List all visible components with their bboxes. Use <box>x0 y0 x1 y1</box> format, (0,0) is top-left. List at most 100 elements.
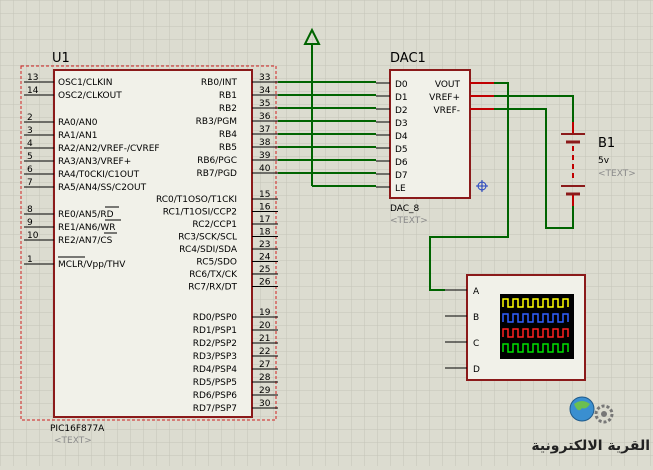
mcu-pin-name: RD1/PSP1 <box>193 326 237 336</box>
mcu-pin-name: RD2/PSP2 <box>193 339 237 349</box>
mcu-pin-name: RE0/AN5/RD <box>58 210 114 220</box>
dac-input-label: D2 <box>395 106 408 116</box>
scope-channel-label: D <box>473 365 480 375</box>
scope-trace <box>502 298 569 308</box>
mcu-pin-number: 21 <box>259 334 270 344</box>
mcu-pin-number: 39 <box>259 151 271 161</box>
mcu-pin-number: 9 <box>27 218 33 228</box>
watermark-text: القرية الالكترونية <box>531 438 650 454</box>
mcu-pin-number: 26 <box>259 278 271 288</box>
mcu-pin-number: 27 <box>259 360 270 370</box>
origin-crosshair-icon <box>476 180 488 192</box>
dac-input-label: LE <box>395 184 406 194</box>
battery-value: 5v <box>598 156 610 166</box>
globe-gear-logo <box>569 396 614 424</box>
mcu-pin-number: 18 <box>259 228 271 238</box>
mcu-pin-name: RA1/AN1 <box>58 131 97 141</box>
mcu-pin-number: 23 <box>259 240 270 250</box>
mcu-pin-name: RC0/T1OSO/T1CKI <box>156 195 237 205</box>
mcu-pin-number: 30 <box>259 399 271 409</box>
mcu-pin-number: 13 <box>27 73 38 83</box>
scope-trace <box>502 343 569 353</box>
mcu-pin-number: 17 <box>259 215 270 225</box>
dac-body <box>389 69 471 199</box>
mcu-pin-name: OSC2/CLKOUT <box>58 91 122 101</box>
mcu-pin-name: RB4 <box>219 130 237 140</box>
scope-channel-label: C <box>473 339 479 349</box>
mcu-pin-name: RD7/PSP7 <box>193 404 237 414</box>
mcu-pin-number: 10 <box>27 231 39 241</box>
mcu-pin-number: 36 <box>259 112 271 122</box>
wire-vref-plus <box>494 95 574 122</box>
mcu-pin-name: RD5/PSP5 <box>193 378 237 388</box>
mcu-pin-name: OSC1/CLKIN <box>58 78 112 88</box>
scope-trace <box>502 328 569 338</box>
dac-output-label: VREF+ <box>429 93 460 103</box>
mcu-pin-number: 22 <box>259 347 270 357</box>
mcu-pin-name: RA5/AN4/SS/C2OUT <box>58 183 147 193</box>
mcu-pin-number: 15 <box>259 190 270 200</box>
power-terminal[interactable] <box>303 27 376 187</box>
mcu-pin-name: RC2/CCP1 <box>192 220 237 230</box>
mcu-pin-number: 5 <box>27 152 33 162</box>
watermark: القرية الالكترونية <box>531 396 650 454</box>
mcu-pin-name: RC5/SDO <box>196 258 237 268</box>
mcu-pin-name: RD6/PSP6 <box>193 391 238 401</box>
battery-text-placeholder: <TEXT> <box>598 169 636 179</box>
mcu-pin-number: 16 <box>259 203 271 213</box>
mcu-pin-number: 19 <box>259 308 271 318</box>
mcu-pin-name: RA3/AN3/VREF+ <box>58 157 131 167</box>
mcu-pin-number: 8 <box>27 205 33 215</box>
dac-part: DAC_8 <box>390 204 420 214</box>
mcu-pin-name: RA4/T0CKI/C1OUT <box>58 170 140 180</box>
dac-input-label: D3 <box>395 119 408 129</box>
mcu-pin-number: 25 <box>259 265 270 275</box>
mcu-selection-box <box>20 65 277 421</box>
mcu-pin-name: RC1/T1OSI/CCP2 <box>163 208 237 218</box>
mcu-pin-number: 4 <box>27 139 33 149</box>
mcu-pin-number: 35 <box>259 99 270 109</box>
dac-output-label: VOUT <box>435 80 461 90</box>
mcu-pin-name: RE1/AN6/WR <box>58 223 116 233</box>
scope-traces <box>502 298 569 353</box>
wire-vref-minus <box>494 108 574 229</box>
mcu-pin-number: 40 <box>259 164 271 174</box>
battery-component[interactable]: B1 5v <TEXT> <box>561 122 636 206</box>
mcu-pin-name: RA0/AN0 <box>58 118 98 128</box>
mcu-pin-number: 3 <box>27 126 33 136</box>
dac-input-label: D7 <box>395 171 408 181</box>
mcu-pin-number: 29 <box>259 386 271 396</box>
mcu-pin-name: MCLR/Vpp/THV <box>58 260 126 270</box>
mcu-pin-number: 6 <box>27 165 33 175</box>
mcu-pin-name: RD0/PSP0 <box>193 313 238 323</box>
mcu-pin-number: 38 <box>259 138 271 148</box>
mcu-pin-name: RD4/PSP4 <box>193 365 238 375</box>
mcu-pin-name: RC7/RX/DT <box>188 283 237 293</box>
mcu-pin-number: 28 <box>259 373 271 383</box>
mcu-right-pins: 33RB0/INT34RB135RB236RB3/PGM37RB438RB539… <box>156 73 278 414</box>
dac-input-label: D4 <box>395 132 408 142</box>
mcu-body <box>53 69 253 418</box>
mcu-pin-name: RC4/SDI/SDA <box>179 245 238 255</box>
mcu-pin-number: 7 <box>27 178 33 188</box>
mcu-pin-name: RB0/INT <box>201 78 238 88</box>
dac-input-label: D6 <box>395 158 408 168</box>
data-bus-wires <box>278 81 376 174</box>
mcu-pin-name: RD3/PSP3 <box>193 352 237 362</box>
mcu-pin-name: RA2/AN2/VREF-/CVREF <box>58 144 160 154</box>
mcu-pin-number: 2 <box>27 113 33 123</box>
mcu-pin-name: RC6/TX/CK <box>189 270 238 280</box>
mcu-part: PIC16F877A <box>50 424 105 434</box>
mcu-pin-name: RC3/SCK/SCL <box>178 233 237 243</box>
mcu-pin-number: 33 <box>259 73 270 83</box>
mcu-pin-number: 14 <box>27 86 39 96</box>
